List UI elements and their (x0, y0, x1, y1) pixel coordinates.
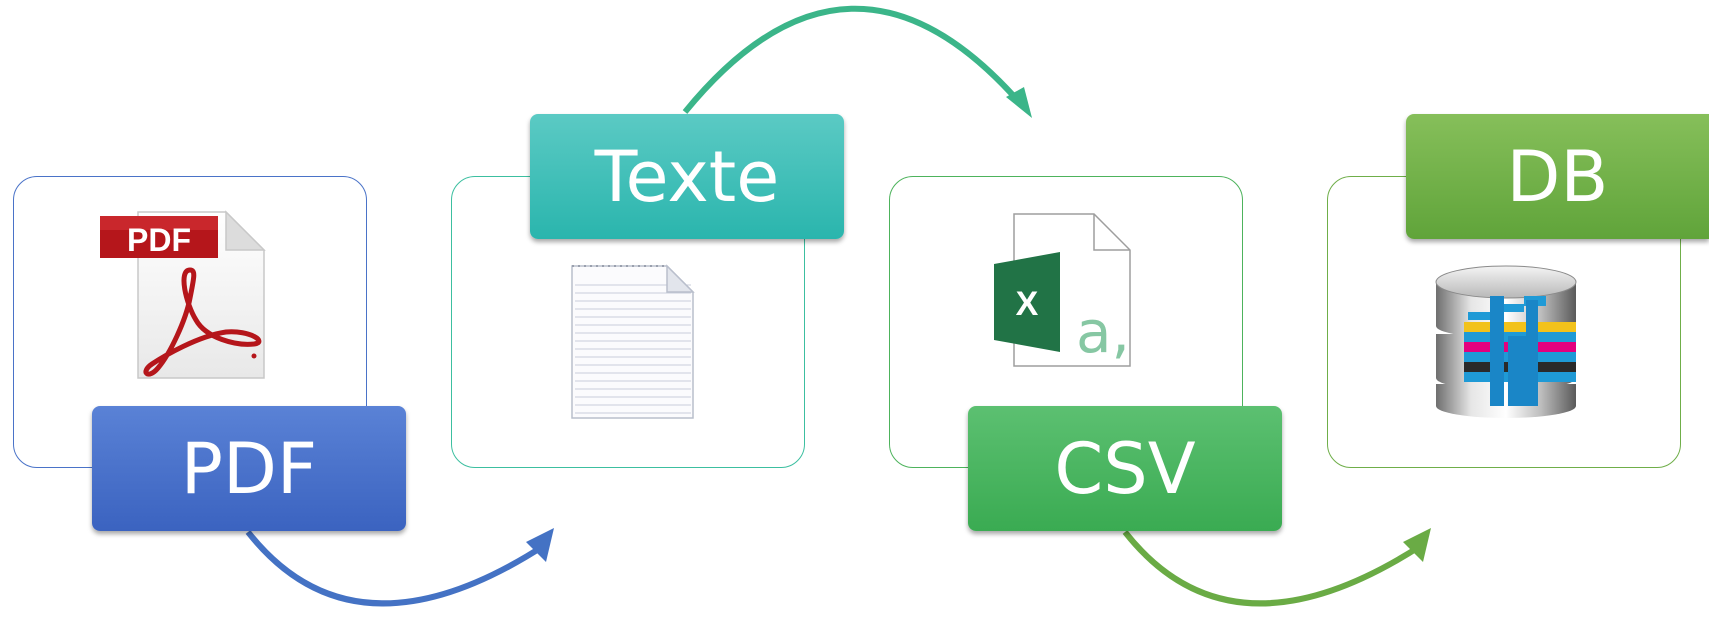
texte-label: Texte (530, 114, 844, 239)
excel-csv-icon: X a, (994, 213, 1131, 367)
pdf-badge-text: PDF (127, 222, 191, 258)
pdf-label: PDF (92, 406, 406, 531)
csv-label: CSV (968, 406, 1282, 531)
excel-letter: X (1016, 285, 1039, 323)
pdf-to-text-arrow (245, 528, 554, 607)
text-document-icon (571, 264, 695, 419)
db-label: DB (1406, 114, 1709, 239)
pdf-icon: PDF (100, 210, 266, 379)
csv-to-db-arrow (1122, 528, 1431, 607)
csv-glyph: a, (1076, 298, 1130, 366)
database-icon (1435, 265, 1577, 418)
text-to-csv-arrow (682, 5, 1032, 118)
